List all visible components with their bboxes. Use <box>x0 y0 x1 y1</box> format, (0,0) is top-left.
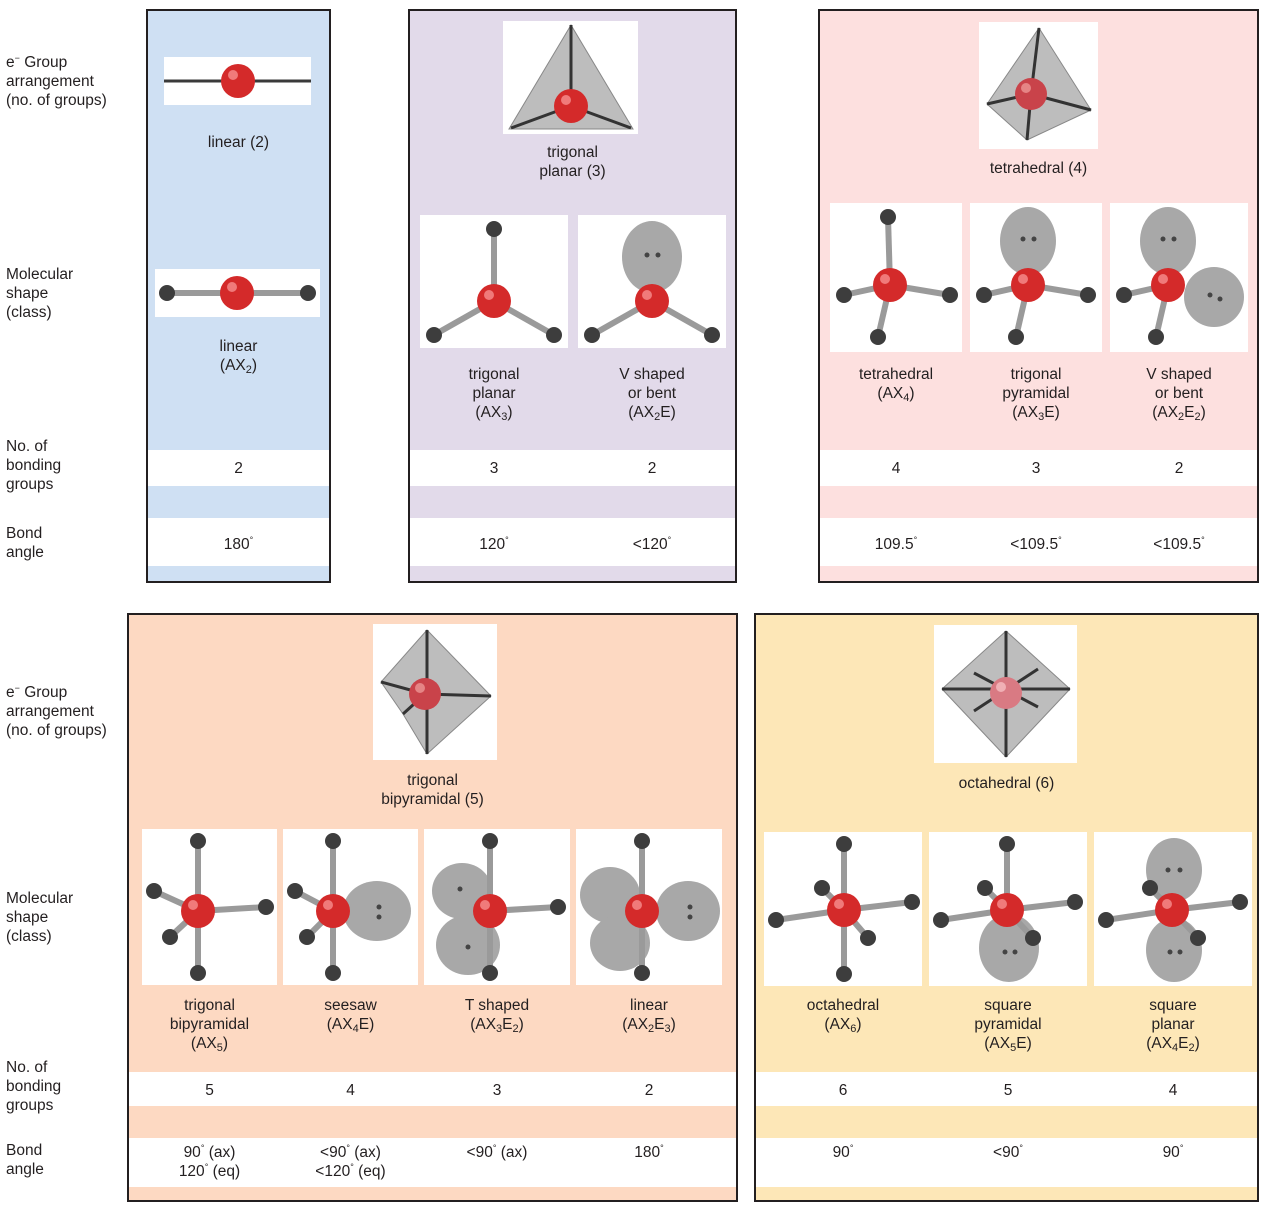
label-group-arrangement-top: e− Group arrangement (no. of groups) <box>6 53 107 110</box>
bonding-groups-value: 4 <box>346 1082 355 1099</box>
label-bond-angle-top: Bond angle <box>6 525 44 561</box>
bond-angle-value: 90° (ax) 120° (eq) <box>178 1143 241 1181</box>
tetrahedral-arrangement-model-image <box>979 22 1098 149</box>
bond-angle-value: <120° <box>632 535 672 554</box>
square-pyramidal-ax5e-model-image <box>929 832 1087 986</box>
panel-tetrahedral-4: tetrahedral (4) tetrahedral (AX4) trigon… <box>818 9 1259 583</box>
bond-angle-value: <109.5° <box>1010 535 1062 554</box>
shape-name-seesaw: seesaw (AX4E) <box>324 997 377 1035</box>
shape-name-v-shaped: V shaped or bent (AX2E2) <box>1146 366 1212 423</box>
shape-name-square-pyramidal: square pyramidal (AX5E) <box>974 997 1042 1054</box>
bonding-groups-band <box>820 450 1257 486</box>
bonding-groups-value: 2 <box>647 460 657 477</box>
bonding-groups-value: 6 <box>838 1082 848 1099</box>
linear-ax2e3-model-image <box>576 829 722 985</box>
panel-trigonal-bipyramidal-5: trigonal bipyramidal (5) trigonal bipyra… <box>127 613 738 1202</box>
label-molecular-shape-bottom: Molecular shape (class) <box>6 890 74 945</box>
bond-angle-value: <90° (ax) <box>466 1143 528 1162</box>
bond-angle-value: <109.5° <box>1153 535 1205 554</box>
arrangement-name: linear (2) <box>207 134 270 151</box>
shape-name-linear: linear (AX2E3) <box>622 997 676 1035</box>
bonding-groups-value: 3 <box>1031 460 1041 477</box>
shape-name-octahedral: octahedral (AX6) <box>806 997 880 1035</box>
bond-angle-band <box>129 1138 736 1187</box>
arrangement-name: trigonal planar (3) <box>539 144 606 180</box>
label-bonding-groups-top: No. of bonding groups <box>6 438 62 493</box>
tetrahedral-ax4-model-image <box>830 203 962 352</box>
trigonal-bipyramidal-ax5-model-image <box>142 829 277 985</box>
bent-ax2e-model-image <box>578 215 726 348</box>
t-shaped-ax3e2-model-image <box>424 829 570 985</box>
arrangement-name: octahedral (6) <box>958 775 1055 792</box>
shape-name-v-shaped: V shaped or bent (AX2E) <box>619 366 685 423</box>
bonding-groups-band <box>129 1072 736 1106</box>
bond-angle-band <box>148 518 329 566</box>
bonding-groups-band <box>756 1072 1257 1106</box>
shape-name-trigonal-bipyramidal: trigonal bipyramidal (AX5) <box>169 997 250 1054</box>
bonding-groups-value: 2 <box>234 460 243 477</box>
label-bonding-groups-bottom: No. of bonding groups <box>6 1059 62 1114</box>
panel-octahedral-6: octahedral (6) octahedral (AX6) square p… <box>754 613 1259 1202</box>
bonding-groups-value: 3 <box>492 1082 502 1099</box>
bond-angle-value: 180° <box>634 1143 664 1162</box>
bond-angle-band <box>756 1138 1257 1187</box>
bond-angle-value: <90° (ax) <120° (eq) <box>315 1143 386 1181</box>
bonding-groups-value: 4 <box>1168 1082 1178 1099</box>
label-molecular-shape-top: Molecular shape (class) <box>6 266 74 321</box>
bonding-groups-band <box>410 450 735 486</box>
arrangement-name: tetrahedral (4) <box>989 160 1088 177</box>
bond-angle-value: 90° <box>832 1143 854 1162</box>
square-planar-ax4e2-model-image <box>1094 832 1252 986</box>
bonding-groups-value: 5 <box>205 1082 214 1099</box>
bonding-groups-value: 2 <box>644 1082 654 1099</box>
trigonal-bipyramidal-arrangement-model-image <box>373 624 497 760</box>
shape-name-linear: linear (AX2) <box>219 338 258 376</box>
shape-name-square-planar: square planar (AX4E2) <box>1146 997 1200 1054</box>
arrangement-name: trigonal bipyramidal (5) <box>381 772 484 808</box>
bonding-groups-band <box>148 450 329 486</box>
bonding-groups-value: 5 <box>1003 1082 1013 1099</box>
label-bond-angle-bottom: Bond angle <box>6 1142 44 1178</box>
linear-arrangement-model-image <box>164 57 311 105</box>
panel-linear-2: linear (2) linear (AX2) 2 180° <box>146 9 331 583</box>
bond-angle-value: 109.5° <box>874 535 918 554</box>
bonding-groups-value: 2 <box>1174 460 1184 477</box>
seesaw-ax4e-model-image <box>283 829 418 985</box>
linear-ax2-model-image <box>155 269 320 317</box>
shape-name-trigonal-planar: trigonal planar (AX3) <box>468 366 520 423</box>
bond-angle-value: 90° <box>1162 1143 1184 1162</box>
bond-angle-value: 180° <box>223 535 254 554</box>
panel-trigonal-planar-3: trigonal planar (3) trigonal planar (AX3… <box>408 9 737 583</box>
bent-ax2e2-model-image <box>1110 203 1248 352</box>
label-group-arrangement-bottom: e− Group arrangement (no. of groups) <box>6 683 107 740</box>
shape-name-t-shaped: T shaped (AX3E2) <box>464 997 530 1035</box>
trigonal-planar-arrangement-model-image <box>503 21 638 134</box>
octahedral-ax6-model-image <box>764 832 922 986</box>
trigonal-planar-ax3-model-image <box>420 215 568 348</box>
bonding-groups-value: 4 <box>891 460 901 477</box>
bond-angle-value: 120° <box>479 535 509 554</box>
shape-name-tetrahedral: tetrahedral (AX4) <box>858 366 934 404</box>
bonding-groups-value: 3 <box>489 460 499 477</box>
shape-name-trigonal-pyramidal: trigonal pyramidal (AX3E) <box>1002 366 1070 423</box>
bond-angle-band <box>410 518 735 566</box>
trigonal-pyramidal-ax3e-model-image <box>970 203 1102 352</box>
bond-angle-value: <90° <box>993 1143 1023 1162</box>
octahedral-arrangement-model-image <box>934 625 1077 763</box>
bond-angle-band <box>820 518 1257 566</box>
